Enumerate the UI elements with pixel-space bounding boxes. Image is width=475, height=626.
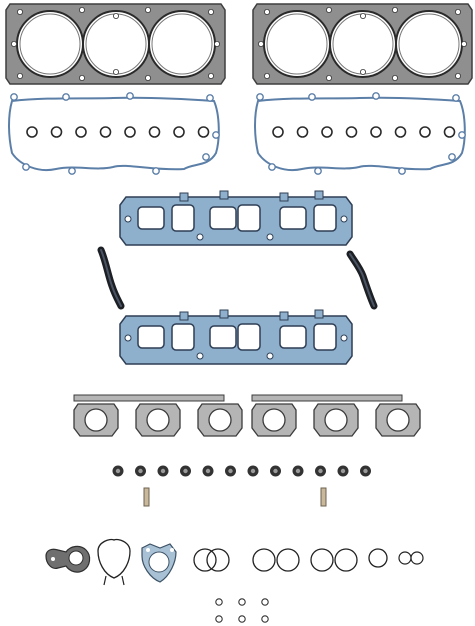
small-o-ring — [238, 615, 246, 623]
dowel-pin-right — [320, 487, 327, 507]
cylinder-bore — [329, 10, 397, 78]
head-gasket-group — [5, 3, 473, 85]
o-ring — [410, 551, 424, 565]
valve-cover-gasket-group — [8, 92, 466, 175]
spark-plug-tube-seal — [345, 126, 358, 138]
spark-plug-tube-seal — [50, 126, 63, 138]
exhaust-port — [146, 408, 170, 432]
spark-plug-tube-seal — [173, 126, 185, 138]
intake-port — [313, 323, 337, 351]
intake-port — [137, 206, 165, 230]
spark-plug-tube-seal — [419, 126, 431, 138]
egr-gasket — [45, 545, 91, 573]
o-ring-pairs — [193, 548, 424, 572]
exhaust-manifold-gasket — [73, 394, 243, 437]
valve-cover-gasket — [254, 92, 466, 175]
spark-plug-tube-seal — [99, 126, 112, 138]
intake-port — [137, 325, 165, 349]
exhaust-port — [262, 408, 286, 432]
o-ring — [334, 548, 358, 572]
cylinder-bore — [16, 10, 84, 78]
spark-plug-tube-seal — [394, 126, 407, 138]
o-ring — [368, 548, 388, 568]
valve-cover-gasket — [8, 92, 220, 175]
intake-port — [279, 206, 307, 230]
intake-port — [171, 323, 195, 351]
spark-plug-tube-seal — [296, 126, 309, 138]
cylinder-bore — [148, 10, 216, 78]
intake-manifold-gasket-group — [119, 190, 353, 365]
o-ring — [252, 548, 276, 572]
spark-plug-tube-seal — [148, 126, 161, 138]
spark-plug-tube-seal — [26, 126, 38, 138]
water-outlet-gasket — [141, 543, 177, 583]
small-o-ring — [215, 598, 223, 606]
intake-port — [237, 204, 261, 232]
exhaust-port — [84, 408, 108, 432]
o-ring — [193, 548, 217, 572]
cylinder-bore — [395, 10, 463, 78]
valve-stem-seal-row — [112, 465, 371, 477]
small-o-ring — [261, 598, 269, 606]
intake-manifold-gasket — [119, 309, 353, 365]
thermostat-gasket — [97, 538, 131, 586]
exhaust-manifold-gasket-group — [73, 394, 421, 437]
head-gasket — [5, 3, 226, 85]
head-gasket — [252, 3, 473, 85]
spark-plug-tube-seal — [370, 126, 382, 138]
o-ring — [276, 548, 300, 572]
exhaust-manifold-gasket — [251, 394, 421, 437]
spark-plug-tube-seal — [124, 126, 136, 138]
spark-plug-tube-seal — [197, 126, 210, 138]
exhaust-port — [324, 408, 348, 432]
corner-hose-right — [346, 250, 378, 310]
small-o-ring — [238, 598, 246, 606]
o-ring — [310, 548, 334, 572]
o-ring — [206, 548, 230, 572]
intake-port — [313, 204, 337, 232]
dowel-pin-left — [143, 487, 150, 507]
exhaust-port — [386, 408, 410, 432]
intake-manifold-gasket — [119, 190, 353, 246]
small-o-ring — [215, 615, 223, 623]
intake-port — [171, 204, 195, 232]
exhaust-port — [208, 408, 232, 432]
intake-port — [209, 325, 237, 349]
spark-plug-tube-seal — [75, 126, 87, 138]
spark-plug-tube-seal — [443, 126, 456, 138]
cylinder-bore — [82, 10, 150, 78]
small-o-rings — [215, 598, 269, 623]
cylinder-bore — [263, 10, 331, 78]
intake-port — [209, 206, 237, 230]
intake-port — [237, 323, 261, 351]
intake-port — [279, 325, 307, 349]
spark-plug-tube-seal — [321, 126, 333, 138]
corner-hose-left — [97, 246, 125, 310]
spark-plug-tube-seal — [272, 126, 284, 138]
small-o-ring — [261, 615, 269, 623]
